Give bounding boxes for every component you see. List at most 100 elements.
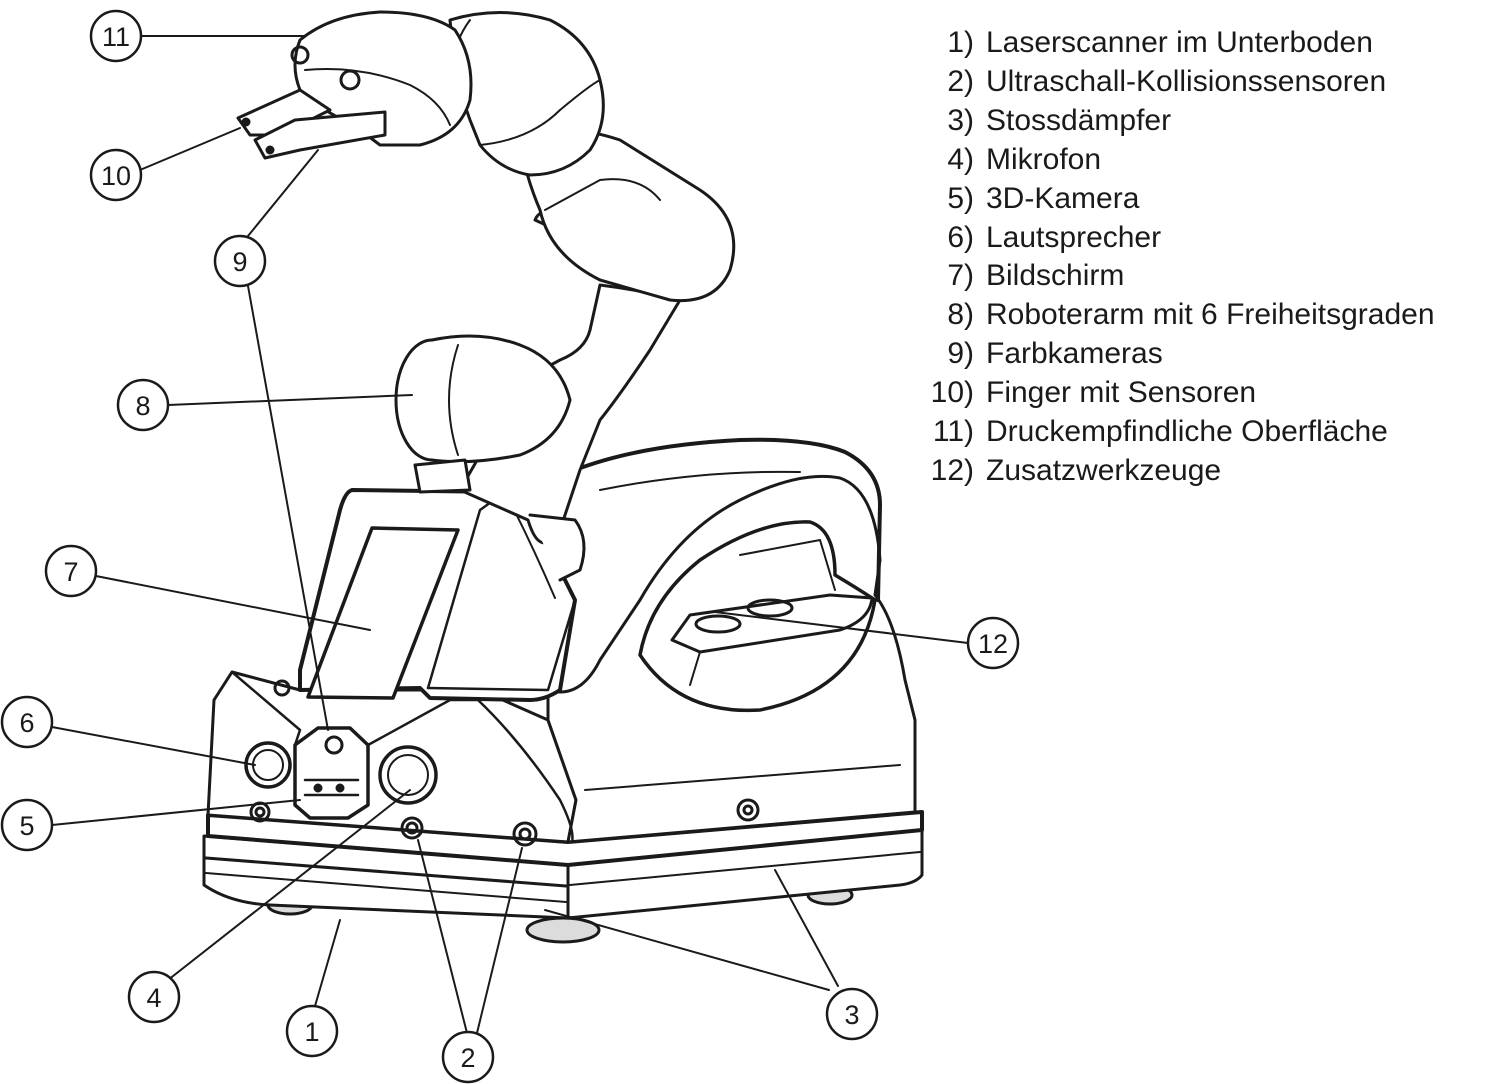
legend-item: 9) Farbkameras	[920, 335, 1435, 374]
legend-number: 5)	[947, 181, 974, 215]
legend-number: 8)	[947, 298, 974, 332]
legend-label: Stossdämpfer	[986, 103, 1172, 137]
gripper-finger	[253, 110, 387, 160]
legend-label: Finger mit Sensoren	[986, 376, 1257, 410]
front-panel	[230, 670, 760, 847]
leader-lines	[51, 35, 969, 1034]
leader-line-2a	[417, 839, 468, 1034]
callout-12-circle	[966, 616, 1020, 670]
legend-number: 6)	[947, 220, 974, 254]
callout-10: 10	[101, 161, 131, 191]
callout-8-circle	[116, 378, 170, 432]
head-camera	[339, 69, 361, 91]
legend-number: 11)	[932, 415, 974, 449]
legend-number: 9)	[947, 337, 974, 371]
bumper-side	[566, 828, 924, 920]
legend-number: 10)	[930, 376, 974, 410]
tool-holder	[670, 593, 874, 654]
leader-line-3a	[544, 909, 830, 991]
callout-4-circle	[127, 970, 181, 1024]
legend-item: 5) 3D-Kamera	[920, 180, 1435, 219]
legend-item: 10) Finger mit Sensoren	[920, 374, 1435, 413]
leader-line-8	[167, 394, 413, 406]
callout-1-circle	[285, 1004, 339, 1058]
legend-label: Mikrofon	[986, 142, 1102, 176]
callout-5-circle	[0, 798, 54, 852]
legend-item: 7) Bildschirm	[920, 257, 1435, 296]
3d-camera	[293, 726, 370, 820]
legend-label: Laserscanner im Unterboden	[986, 26, 1373, 59]
callout-4: 4	[146, 983, 161, 1013]
callout-3: 3	[844, 1000, 859, 1030]
callout-11-circle	[89, 9, 143, 63]
legend-item: 11) Druckempfindliche Oberfläche	[920, 413, 1435, 452]
callout-5: 5	[19, 811, 34, 841]
legend-label: Druckempfindliche Oberfläche	[986, 415, 1388, 449]
callout-8: 8	[135, 391, 150, 421]
legend-number: 2)	[947, 64, 974, 98]
leader-line-7	[95, 575, 371, 631]
callout-10-circle	[89, 148, 143, 202]
callout-6-circle	[0, 695, 54, 749]
legend: 1) Laserscanner im Unterboden 2) Ultrascha…	[920, 24, 1435, 491]
ultrasonic-sensor	[400, 816, 424, 840]
callout-1: 1	[304, 1017, 319, 1047]
ultrasonic-sensor	[736, 798, 760, 822]
legend-number: 1)	[947, 26, 974, 59]
leader-line-9b	[247, 285, 329, 731]
leader-line-1	[314, 919, 341, 1007]
leader-line-10	[139, 127, 241, 171]
robot-arm	[236, 10, 736, 582]
callout-7: 7	[63, 557, 78, 587]
callout-6: 6	[19, 708, 34, 738]
callout-11: 11	[102, 22, 130, 52]
leader-line-4	[167, 789, 411, 981]
screen-display	[306, 526, 460, 700]
callout-3-circle	[825, 987, 879, 1041]
tool-slot	[746, 598, 794, 618]
legend-item: 2) Ultraschall-Kollisionssensoren	[920, 63, 1435, 102]
legend-label: 3D-Kamera	[986, 181, 1140, 215]
leader-line-3b	[774, 869, 839, 987]
legend-label: Lautsprecher	[986, 220, 1162, 254]
leader-line-5	[51, 799, 301, 826]
legend-item: 12) Zusatzwerkzeuge	[920, 452, 1435, 491]
callouts	[0, 9, 1020, 1084]
arm-base-joint	[413, 458, 472, 494]
leader-line-9	[247, 149, 319, 237]
legend-item: 6) Lautsprecher	[920, 219, 1435, 258]
tool-slot	[694, 614, 742, 634]
screen-stand	[298, 488, 577, 702]
legend-label: Roboterarm mit 6 Freiheitsgraden	[986, 298, 1435, 332]
legend-item: 1) Laserscanner im Unterboden	[920, 24, 1435, 63]
callout-9: 9	[232, 247, 247, 277]
leader-line-6	[51, 726, 256, 766]
ultrasonic-sensor	[512, 821, 538, 847]
callout-12: 12	[978, 629, 1008, 659]
callout-2-circle	[441, 1030, 495, 1084]
head-camera	[290, 45, 310, 65]
legend-number: 12)	[930, 453, 974, 487]
leader-line-12	[714, 611, 969, 644]
robot-base	[202, 437, 924, 944]
legend-number: 4)	[947, 142, 974, 176]
legend-item: 8) Roboterarm mit 6 Freiheitsgraden	[920, 296, 1435, 335]
bumper-front	[202, 834, 570, 920]
callout-7-circle	[44, 544, 98, 598]
legend-number: 3)	[947, 103, 974, 137]
callout-2: 2	[460, 1043, 475, 1073]
ultrasonic-sensor	[249, 801, 271, 823]
leader-line-2b	[476, 847, 523, 1034]
rear-arch	[573, 437, 882, 602]
legend-label: Farbkameras	[986, 337, 1163, 371]
legend-number: 7)	[947, 259, 974, 293]
callout-9-circle	[213, 234, 267, 288]
arm-upper-link	[518, 128, 736, 303]
legend-label: Zusatzwerkzeuge	[986, 453, 1222, 487]
legend-label: Ultraschall-Kollisionssensoren	[986, 64, 1387, 98]
legend-item: 4) Mikrofon	[920, 141, 1435, 180]
arm-wrist	[448, 11, 605, 177]
legend-label: Bildschirm	[986, 259, 1125, 293]
legend-item: 3) Stossdämpfer	[920, 102, 1435, 141]
